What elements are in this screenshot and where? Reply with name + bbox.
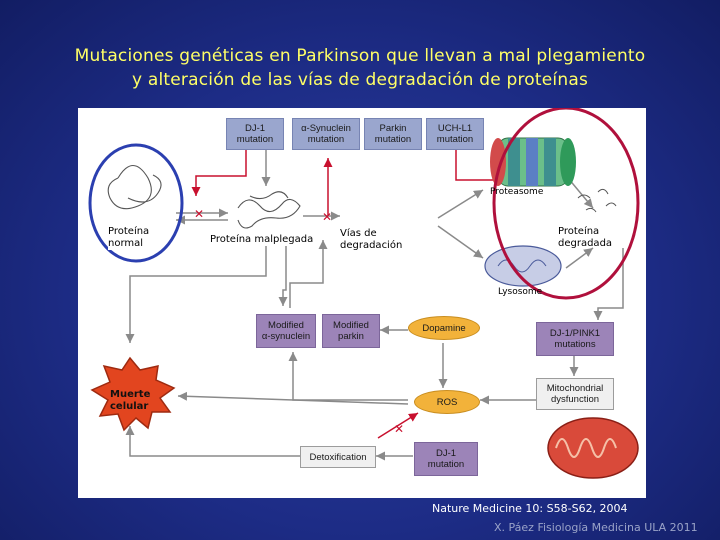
degradation-pathways-label: Vías de degradación [340, 228, 438, 258]
title-line-2: y alteración de las vías de degradación … [131, 70, 589, 90]
proteasome-illustration [490, 137, 576, 187]
parkin-mutation-box: Parkin mutation [364, 118, 422, 150]
normal-protein-circle [88, 143, 184, 263]
cell-death-label: Muerte celular [110, 389, 151, 412]
arrow-detox-ros [377, 412, 419, 439]
cell-death-burst [90, 356, 176, 432]
degraded-protein-circle [492, 108, 640, 300]
pathway-figure: ✕ ✕ ✕ [78, 108, 646, 498]
title-line-1: Mutaciones genéticas en Parkinson que ll… [74, 46, 646, 66]
arrow-misfolded-death [125, 238, 267, 343]
proteasome-label: Proteasome [490, 187, 544, 197]
arrow-uchl1-down [455, 150, 506, 185]
modified-alpha-synuclein-box: Modified α-synuclein [256, 314, 316, 348]
mitochondrial-dysfunction-box: Mitochondrial dysfunction [536, 378, 614, 410]
lysosome-illustration [484, 245, 562, 287]
detoxification-box: Detoxification [300, 446, 376, 468]
dj1-mutation-box: DJ-1 mutation [226, 118, 284, 150]
lysosome-label: Lysosome [498, 287, 543, 297]
arrow-ros-death [177, 391, 409, 405]
pathway-arrows: ✕ ✕ ✕ [88, 108, 640, 479]
dj1-mutation-bottom-box: DJ-1 mutation [414, 442, 478, 476]
degraded-protein-illustration [577, 188, 617, 213]
dopamine-box: Dopamine [408, 316, 480, 340]
misfolded-protein-illustration [237, 191, 301, 229]
svg-text:✕: ✕ [394, 422, 404, 436]
svg-text:✕: ✕ [322, 210, 332, 224]
arrow-to-modified [278, 238, 288, 306]
modified-parkin-box: Modified parkin [322, 314, 380, 348]
misfolded-protein-label: Proteína malplegada [210, 234, 314, 246]
citation: Nature Medicine 10: S58-S62, 2004 [432, 502, 628, 515]
arrow-modified-up [289, 240, 328, 308]
ros-box: ROS [414, 390, 480, 414]
slide-title: Mutaciones genéticas en Parkinson que ll… [0, 44, 720, 92]
uchl1-mutation-box: UCH-L1 mutation [426, 118, 484, 150]
dj1-pink1-mutations-box: DJ-1/PINK1 mutations [536, 322, 614, 356]
arrow-detox-death [125, 426, 300, 457]
svg-text:✕: ✕ [194, 207, 204, 221]
arrow-right-column [593, 248, 624, 320]
mitochondrion-illustration [547, 417, 639, 479]
arrow-dj1-down [191, 150, 247, 196]
arrow-to-lysosome [437, 225, 484, 259]
alpha-synuclein-mutation-box: α-Synuclein mutation [292, 118, 360, 150]
degraded-protein-label: Proteína degradada [558, 226, 613, 249]
normal-protein-illustration [107, 164, 162, 210]
credit: X. Páez Fisiología Medicina ULA 2011 [494, 521, 698, 534]
arrow-ros-modified [288, 352, 408, 401]
normal-protein-label: Proteína normal [108, 226, 150, 250]
arrow-to-proteasome [437, 189, 484, 219]
arrow-lysosome-degraded [565, 247, 594, 269]
arrow-proteasome-degraded [567, 177, 594, 209]
